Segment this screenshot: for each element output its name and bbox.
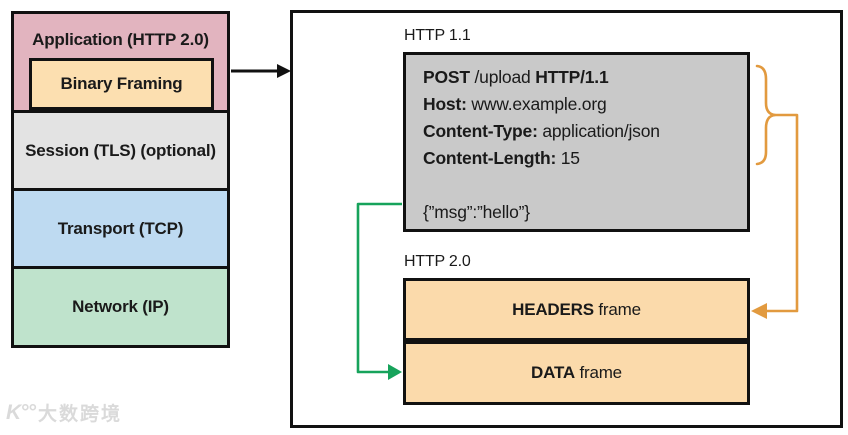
watermark: K°° 大数跨境 [6,399,122,426]
layer-application-label: Application (HTTP 2.0) [32,30,209,49]
watermark-logo-icon: K°° [6,400,36,424]
binary-framing-to-panel-arrow-icon [231,64,291,78]
headers-frame-suffix: frame [593,299,641,319]
binary-framing-label: Binary Framing [60,74,183,93]
host-header-value: www.example.org [466,94,607,114]
headers-frame-box: HEADERS frame [403,278,750,341]
data-frame-name: DATA [531,363,575,382]
http11-request-box: POST /upload HTTP/1.1 Host: www.example.… [403,52,750,232]
request-version: HTTP/1.1 [535,67,609,87]
content-type-value: application/json [537,121,660,141]
content-length-value: 15 [556,148,580,168]
content-type-key: Content-Type: [423,121,538,141]
request-body: {”msg”:”hello”} [423,202,530,222]
layer-session-label: Session (TLS) (optional) [25,140,216,160]
request-method: POST [423,67,470,87]
request-blank-line [423,172,747,199]
http20-label: HTTP 2.0 [404,253,471,270]
data-frame-suffix: frame [574,363,622,382]
request-target: /upload [469,67,536,87]
layer-application: Application (HTTP 2.0) Binary Framing [11,11,230,113]
watermark-text: 大数跨境 [37,404,122,425]
layer-transport-label: Transport (TCP) [57,218,184,238]
layer-network: Network (IP) [11,266,230,348]
binary-framing-box: Binary Framing [29,58,214,110]
request-line-start: POST /upload HTTP/1.1 [423,64,747,91]
layer-transport: Transport (TCP) [11,188,230,269]
request-line-content-length: Content-Length: 15 [423,145,747,172]
headers-frame-name: HEADERS [512,299,594,319]
layer-network-label: Network (IP) [72,297,169,316]
layer-session: Session (TLS) (optional) [11,110,230,191]
data-frame-box: DATA frame [403,341,750,405]
host-header-key: Host: [423,94,467,114]
content-length-key: Content-Length: [423,148,557,168]
framing-panel: HTTP 1.1 POST /upload HTTP/1.1 Host: www… [290,10,843,428]
http11-label: HTTP 1.1 [404,27,471,44]
protocol-stack: Application (HTTP 2.0) Binary Framing Se… [11,11,230,348]
request-line-host: Host: www.example.org [423,91,747,118]
request-line-content-type: Content-Type: application/json [423,118,747,145]
